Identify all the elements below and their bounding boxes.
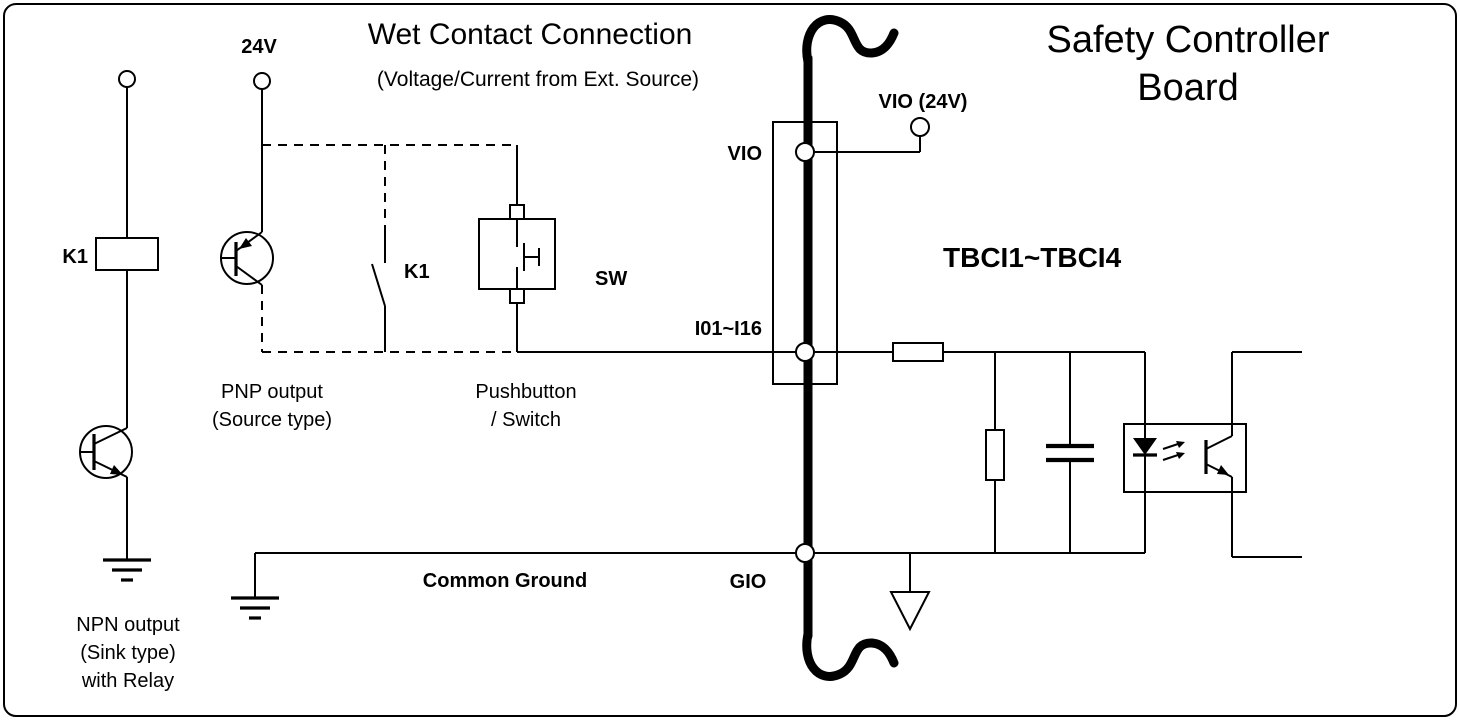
npn-caption-3: with Relay (81, 670, 174, 692)
board-title-line1: Safety Controller (1046, 19, 1329, 61)
light-arrow-1-head (1176, 441, 1185, 448)
emitter-arrow (1217, 465, 1229, 475)
npn-caption-1: NPN output (76, 614, 180, 636)
chassis-ground-triangle (889, 591, 931, 632)
terminal-circle (910, 117, 930, 137)
k1-contact: K1 (371, 145, 430, 352)
emitter-arrow (239, 238, 252, 249)
board-title-line2: Board (1137, 67, 1238, 109)
pnp-caption-1: PNP output (221, 381, 323, 403)
terminal-block: TBCI1~TBCI4 VIO I01~I16 (695, 121, 1122, 385)
common-ground-label: Common Ground (423, 570, 587, 592)
earth-ground-symbol (103, 558, 151, 582)
npn-caption-2: (Sink type) (80, 642, 176, 664)
terminal-block-label: TBCI1~TBCI4 (943, 242, 1122, 273)
terminal-circle (118, 70, 136, 88)
contact-k1-label: K1 (404, 261, 430, 283)
contact-blade (371, 263, 386, 307)
gio-terminal-circle (795, 543, 815, 563)
vio-external-feed: VIO (24V) (814, 91, 968, 153)
pnp-transistor (220, 231, 274, 286)
pnp-caption-2: (Source type) (212, 409, 332, 431)
pushbutton-switch: SW Pushbutton / Switch (475, 145, 797, 431)
ground-net: Common Ground GIO (231, 552, 1145, 632)
optocoupler-led (1133, 438, 1185, 553)
relay-coil-k1 (95, 237, 159, 271)
transistor-collector (235, 265, 263, 286)
push-caption-2: / Switch (491, 409, 561, 431)
pnp-branch: 24V PNP output (Source type) (212, 36, 517, 431)
earth-ground-symbol-left (231, 596, 279, 620)
supply-24v-label: 24V (241, 36, 277, 58)
board-bus (802, 15, 899, 681)
terminal-circle (253, 72, 271, 90)
relay-k1-label: K1 (62, 246, 88, 268)
diagram-title: Wet Contact Connection (368, 18, 693, 51)
break-squiggle-bottom (802, 629, 899, 681)
vio-terminal-label: VIO (728, 143, 762, 165)
npn-transistor (79, 425, 133, 479)
input-terminal-label: I01~I16 (695, 318, 762, 340)
optocoupler-phototransistor (1204, 435, 1233, 478)
light-arrow-2-head (1176, 452, 1185, 459)
diagram-border (3, 3, 1457, 717)
switch-sw-label: SW (595, 268, 627, 290)
led-triangle (1133, 438, 1157, 455)
diagram-subtitle: (Voltage/Current from Ext. Source) (377, 68, 699, 91)
gio-terminal-label: GIO (730, 571, 767, 593)
bus-terminals (795, 142, 815, 563)
vio-terminal-circle (795, 142, 815, 162)
vio-24v-label: VIO (24V) (879, 91, 968, 113)
transistor-collector (93, 427, 128, 445)
pushbutton-terminal-bottom (509, 288, 525, 304)
emitter-arrow (110, 465, 123, 475)
optocoupler-box (1123, 423, 1247, 493)
npn-relay-branch: K1 NPN output (Sink type) with Relay (62, 70, 180, 692)
series-resistor (892, 342, 944, 362)
input-circuit (814, 342, 1302, 558)
pushbutton-terminal-top (509, 204, 525, 220)
light-arrow-1 (1162, 443, 1179, 450)
phototransistor-collector (1205, 435, 1233, 450)
push-caption-1: Pushbutton (475, 381, 576, 403)
shunt-resistor (985, 429, 1005, 481)
input-terminal-circle (795, 342, 815, 362)
break-squiggle-top (802, 15, 899, 67)
titles: Wet Contact Connection (Voltage/Current … (368, 18, 1330, 109)
terminal-block-outline (772, 121, 838, 385)
light-arrow-2 (1162, 454, 1179, 461)
